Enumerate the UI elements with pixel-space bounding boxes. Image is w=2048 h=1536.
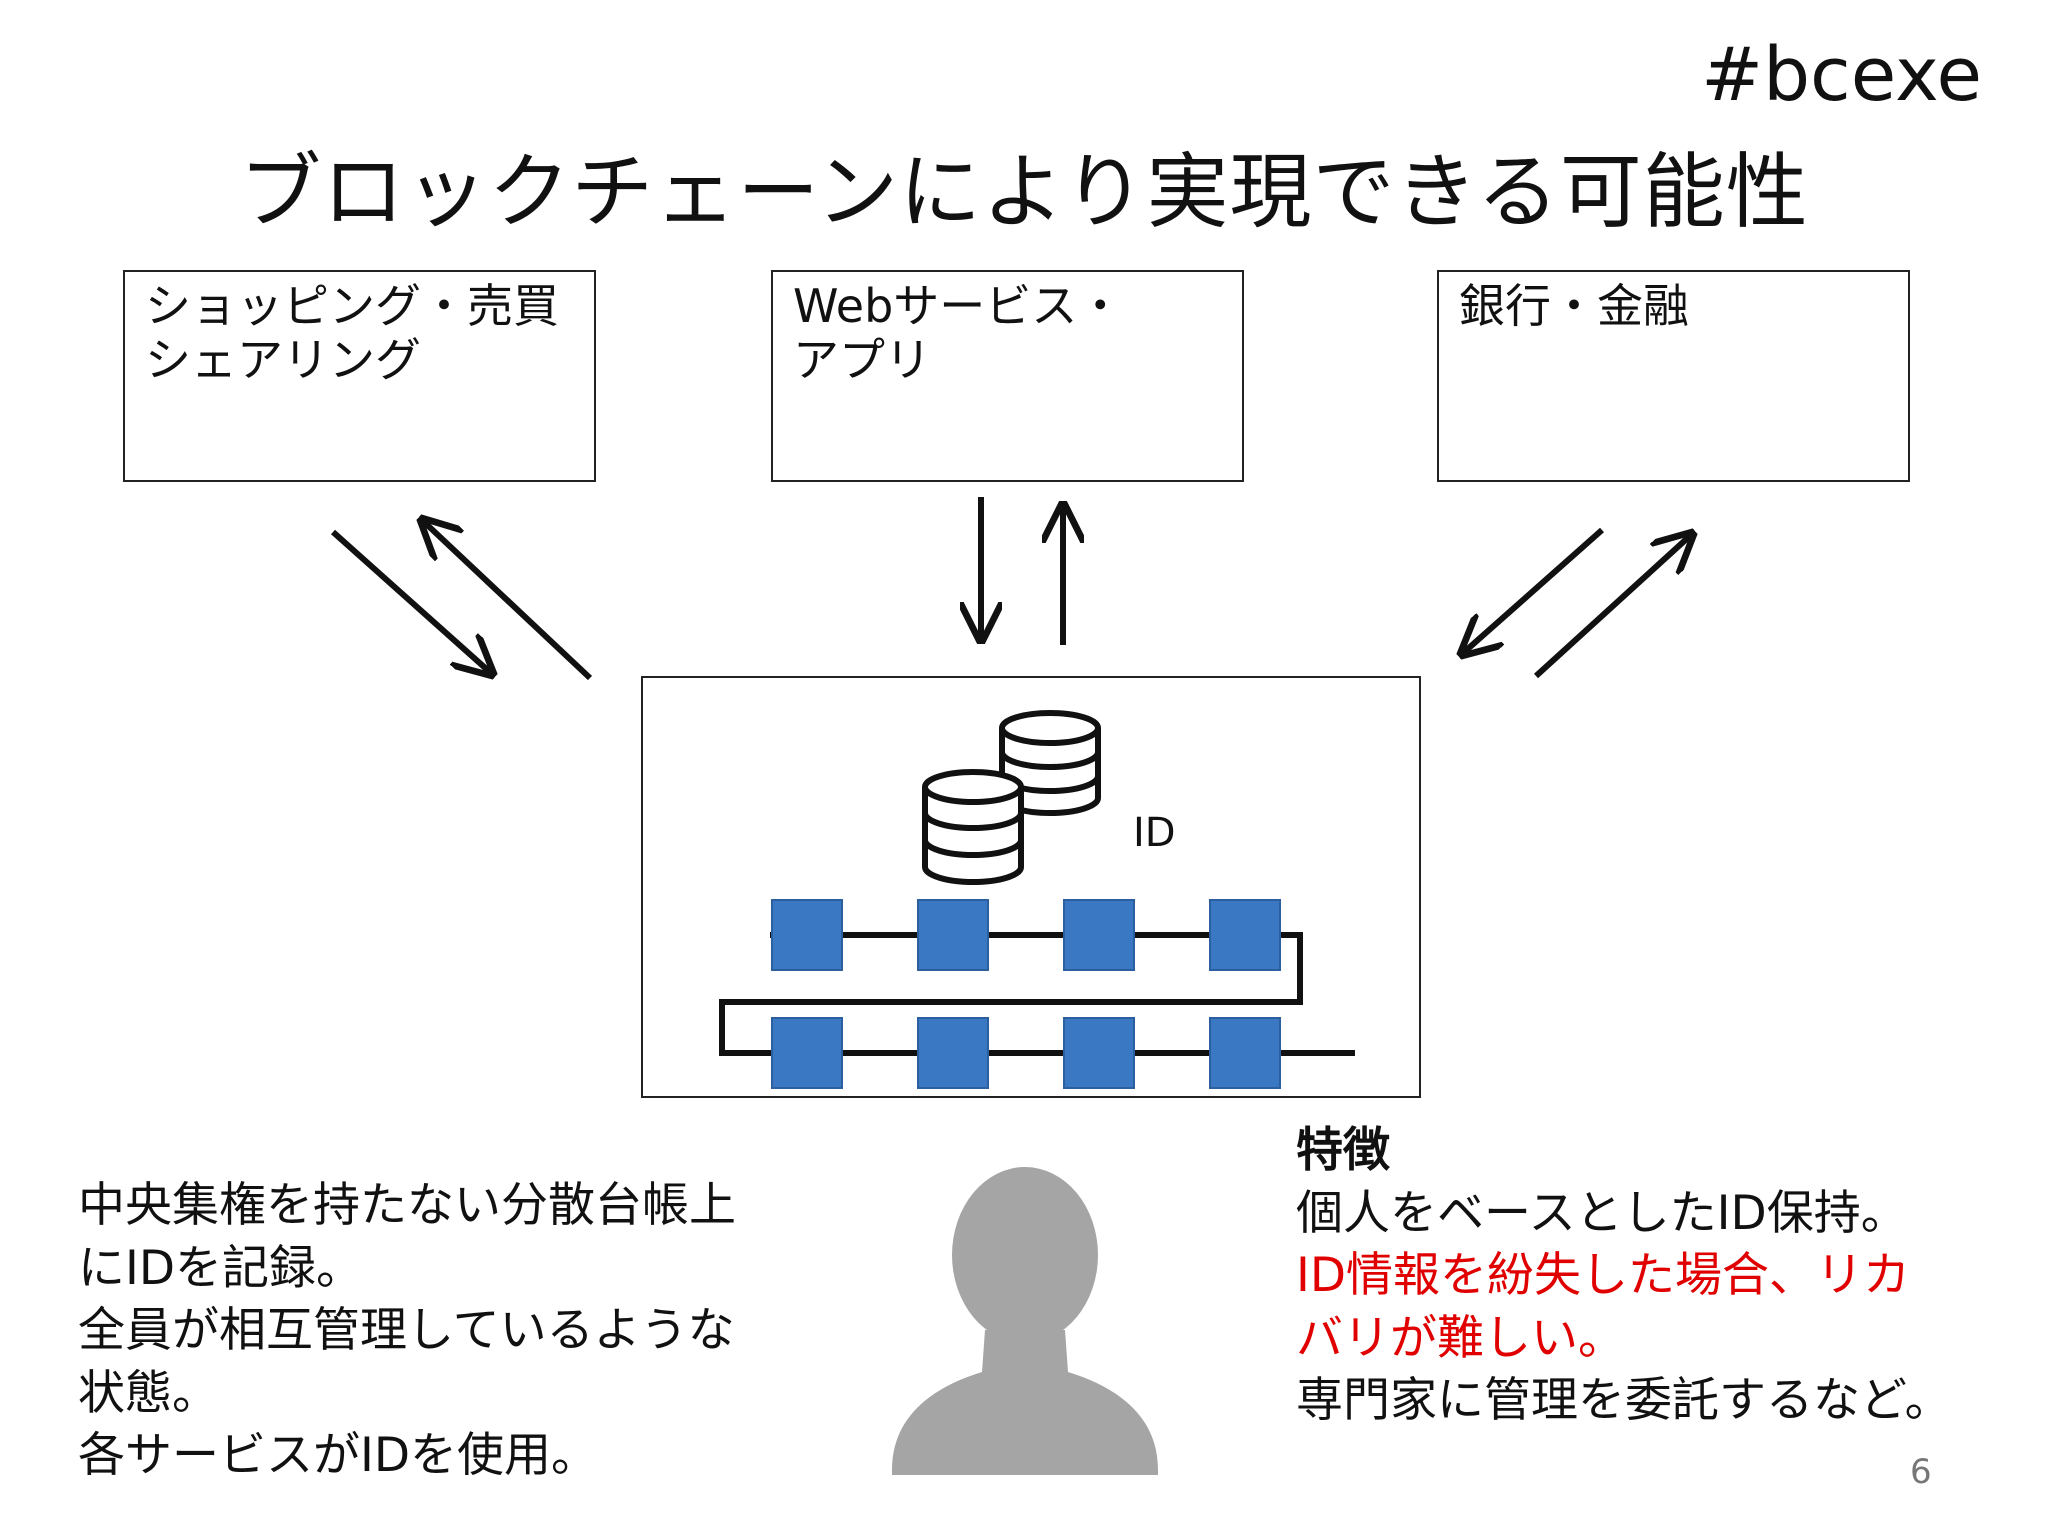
service-box-line: 銀行・金融 bbox=[1459, 279, 1689, 333]
features-line: 個人をベースとしたID保持。 bbox=[1296, 1185, 1908, 1241]
database-icon bbox=[999, 710, 1101, 816]
service-box-line: ショッピング・売買 bbox=[145, 279, 559, 333]
service-box-shopping: ショッピング・売買 シェアリング bbox=[123, 270, 596, 482]
slide-title: ブロックチェーンにより実現できる可能性 bbox=[239, 145, 1809, 240]
description-line: 全員が相互管理しているような bbox=[78, 1303, 735, 1358]
arrow-from-ledger-left bbox=[422, 520, 593, 681]
chain-block bbox=[771, 1017, 843, 1089]
features-warning-line: バリが難しい。 bbox=[1296, 1310, 1625, 1366]
hashtag: #bcexe bbox=[1701, 32, 1982, 118]
description-text: 中央集権を持たない分散台帳上 にIDを記録。 全員が相互管理しているような 状態… bbox=[78, 1175, 736, 1488]
features-line: 専門家に管理を委託するなど。 bbox=[1296, 1373, 1952, 1428]
person-icon bbox=[892, 1167, 1158, 1475]
service-box-line: Webサービス・ bbox=[793, 279, 1124, 333]
chain-block bbox=[1209, 899, 1281, 971]
features-heading: 特徴 bbox=[1296, 1123, 1390, 1178]
page-number: 6 bbox=[1910, 1452, 1932, 1492]
chain-block bbox=[771, 899, 843, 971]
features-text: 特徴 個人をベースとしたID保持。 ID情報を紛失した場合、リカ バリが難しい。… bbox=[1296, 1120, 1952, 1433]
arrow-to-ledger-left bbox=[331, 529, 492, 674]
service-box-bank: 銀行・金融 bbox=[1437, 270, 1910, 482]
chain-block bbox=[1063, 1017, 1135, 1089]
description-line: 中央集権を持たない分散台帳上 bbox=[78, 1178, 736, 1233]
chain-block bbox=[917, 1017, 989, 1089]
description-line: 状態。 bbox=[78, 1365, 219, 1421]
chain-block bbox=[1209, 1017, 1281, 1089]
features-warning-line: ID情報を紛失した場合、リカ bbox=[1296, 1248, 1911, 1303]
service-box-web: Webサービス・ アプリ bbox=[771, 270, 1244, 482]
service-box-line: アプリ bbox=[793, 332, 931, 387]
chain-block bbox=[917, 899, 989, 971]
description-line: にIDを記録。 bbox=[78, 1240, 364, 1296]
service-box-line: シェアリング bbox=[145, 332, 421, 387]
arrow-to-ledger-right bbox=[1462, 527, 1604, 654]
description-line: 各サービスがIDを使用。 bbox=[78, 1428, 599, 1483]
id-label: ID bbox=[1133, 810, 1176, 856]
arrow-from-ledger-right bbox=[1533, 534, 1692, 679]
chain-block bbox=[1063, 899, 1135, 971]
database-icon bbox=[922, 769, 1024, 885]
